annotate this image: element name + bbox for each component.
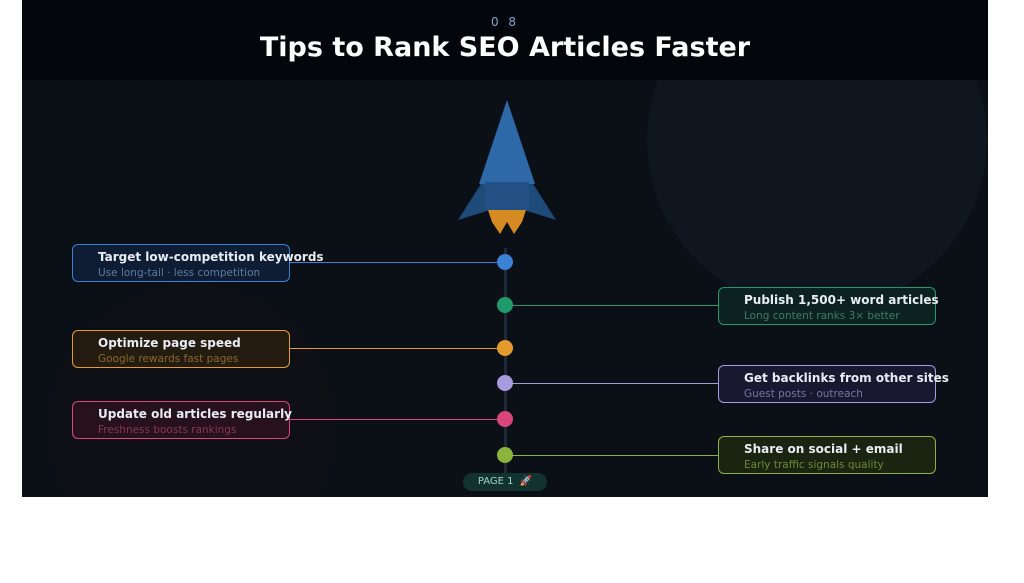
header: 0 8 Tips to Rank SEO Articles Faster [22,0,988,80]
tip-connector [505,305,718,306]
rocket-right-fin [524,176,556,220]
timeline-dot [497,375,513,391]
tip-subtitle: Google rewards fast pages [98,353,239,365]
timeline-dot [497,411,513,427]
tip-title: Share on social + email [744,442,903,456]
page-label: PAGE 1 [477,476,514,487]
page-title: Tips to Rank SEO Articles Faster [259,32,751,63]
decor-circle-bottom-left [50,285,335,497]
timeline-dot [497,340,513,356]
section-number: 0 8 [490,15,520,29]
tip-subtitle: Long content ranks 3× better [744,310,900,322]
rocket-flame [488,210,526,234]
rocket-icon [458,100,556,234]
tip-title: Optimize page speed [98,336,241,350]
tip-connector [290,419,505,420]
rocket-left-fin [458,176,490,220]
tip-title: Update old articles regularly [98,407,293,421]
timeline-dot [497,297,513,313]
tip-title: Get backlinks from other sites [744,371,949,385]
tip-subtitle: Use long-tail · less competition [98,267,261,279]
slide-frame: 0 8 Tips to Rank SEO Articles Faster Tar… [22,0,988,497]
timeline-dot [497,447,513,463]
timeline-spine [504,248,507,478]
tip-subtitle: Early traffic signals quality [744,459,884,471]
tip-subtitle: Freshness boosts rankings [98,424,237,436]
rocket-body [485,182,529,210]
tip-connector [290,348,505,349]
page-indicator: PAGE 1 🚀 [463,473,547,491]
timeline-dot [497,254,513,270]
rocket-emoji-icon: 🚀 [519,476,533,487]
tip-title: Publish 1,500+ word articles [744,293,939,307]
rocket-nose [479,100,535,184]
tip-title: Target low-competition keywords [98,250,324,264]
tip-subtitle: Guest posts · outreach [744,388,863,400]
tip-connector [505,455,718,456]
tip-connector [290,262,505,263]
tip-connector [505,383,718,384]
